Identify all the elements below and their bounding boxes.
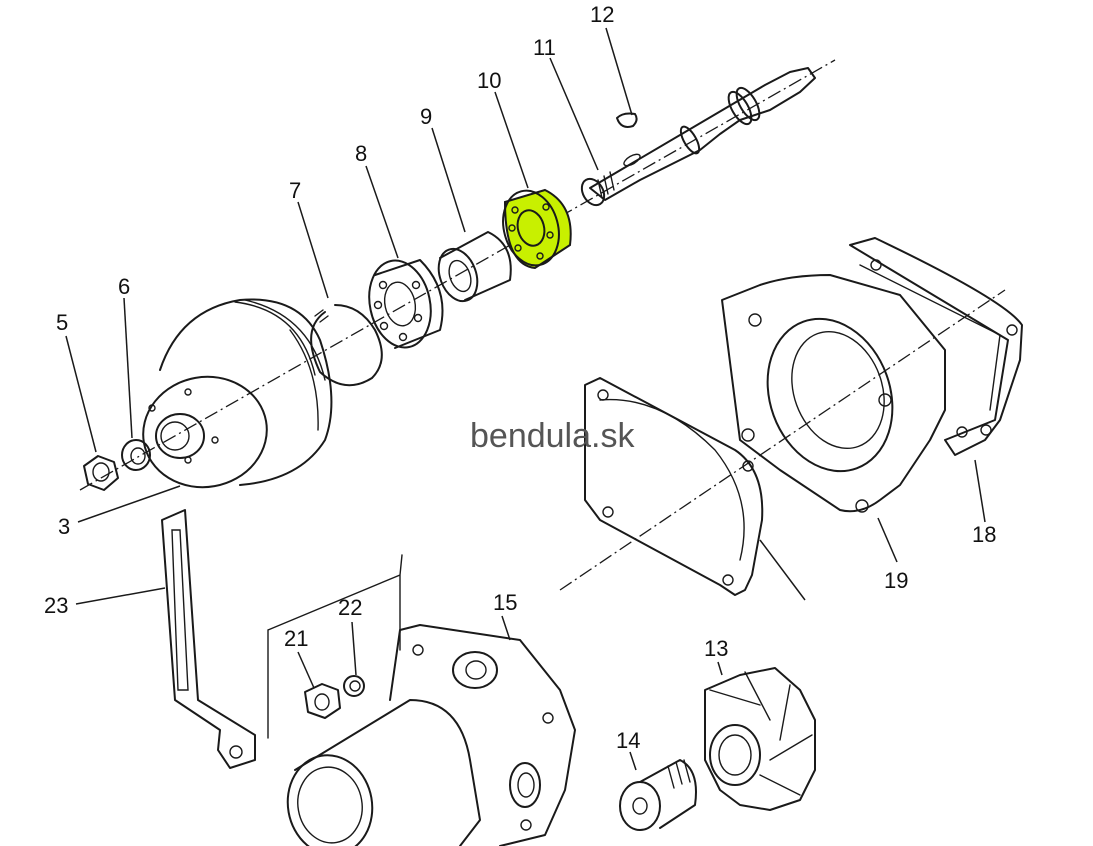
label-14: 14 [616,728,640,753]
leader-lines [65,27,986,771]
part-8-bearing [368,259,444,349]
label-12: 12 [590,2,614,27]
part-10-bearing-highlighted [502,188,572,270]
label-23: 23 [44,593,68,618]
part-19-housing [721,274,946,513]
part-21-nut [304,683,341,719]
label-21: 21 [284,626,308,651]
part-number-labels: 12 11 10 9 8 7 6 5 3 23 22 21 15 13 14 1… [44,2,996,753]
label-15: 15 [493,590,517,615]
part-6-lock-washer [121,439,151,471]
part-14-seal [619,759,697,831]
part-18-gasket [849,237,1023,456]
label-11: 11 [533,35,556,60]
label-13: 13 [704,636,728,661]
label-8: 8 [355,141,367,166]
main-axis-line [79,59,836,491]
label-18: 18 [972,522,996,547]
label-5: 5 [56,310,68,335]
flange-gasket [584,377,764,596]
part-9-sleeve [437,231,512,303]
part-3-pulley [142,298,333,489]
watermark: bendula.sk [470,417,635,455]
part-5-nut [83,455,119,491]
label-7: 7 [289,178,301,203]
housing-axis-line [559,289,1006,591]
part-22-washer [343,675,365,697]
label-9: 9 [420,104,432,129]
assembly-box-lines [267,554,403,739]
part-15-pump-body [286,624,576,846]
label-10: 10 [477,68,501,93]
part-13-impeller [704,667,816,811]
part-11-shaft [580,67,816,207]
part-12-key [616,112,638,128]
label-6: 6 [118,274,130,299]
label-3: 3 [58,514,70,539]
label-22: 22 [338,595,362,620]
part-23-bracket [161,509,256,769]
label-19: 19 [884,568,908,593]
